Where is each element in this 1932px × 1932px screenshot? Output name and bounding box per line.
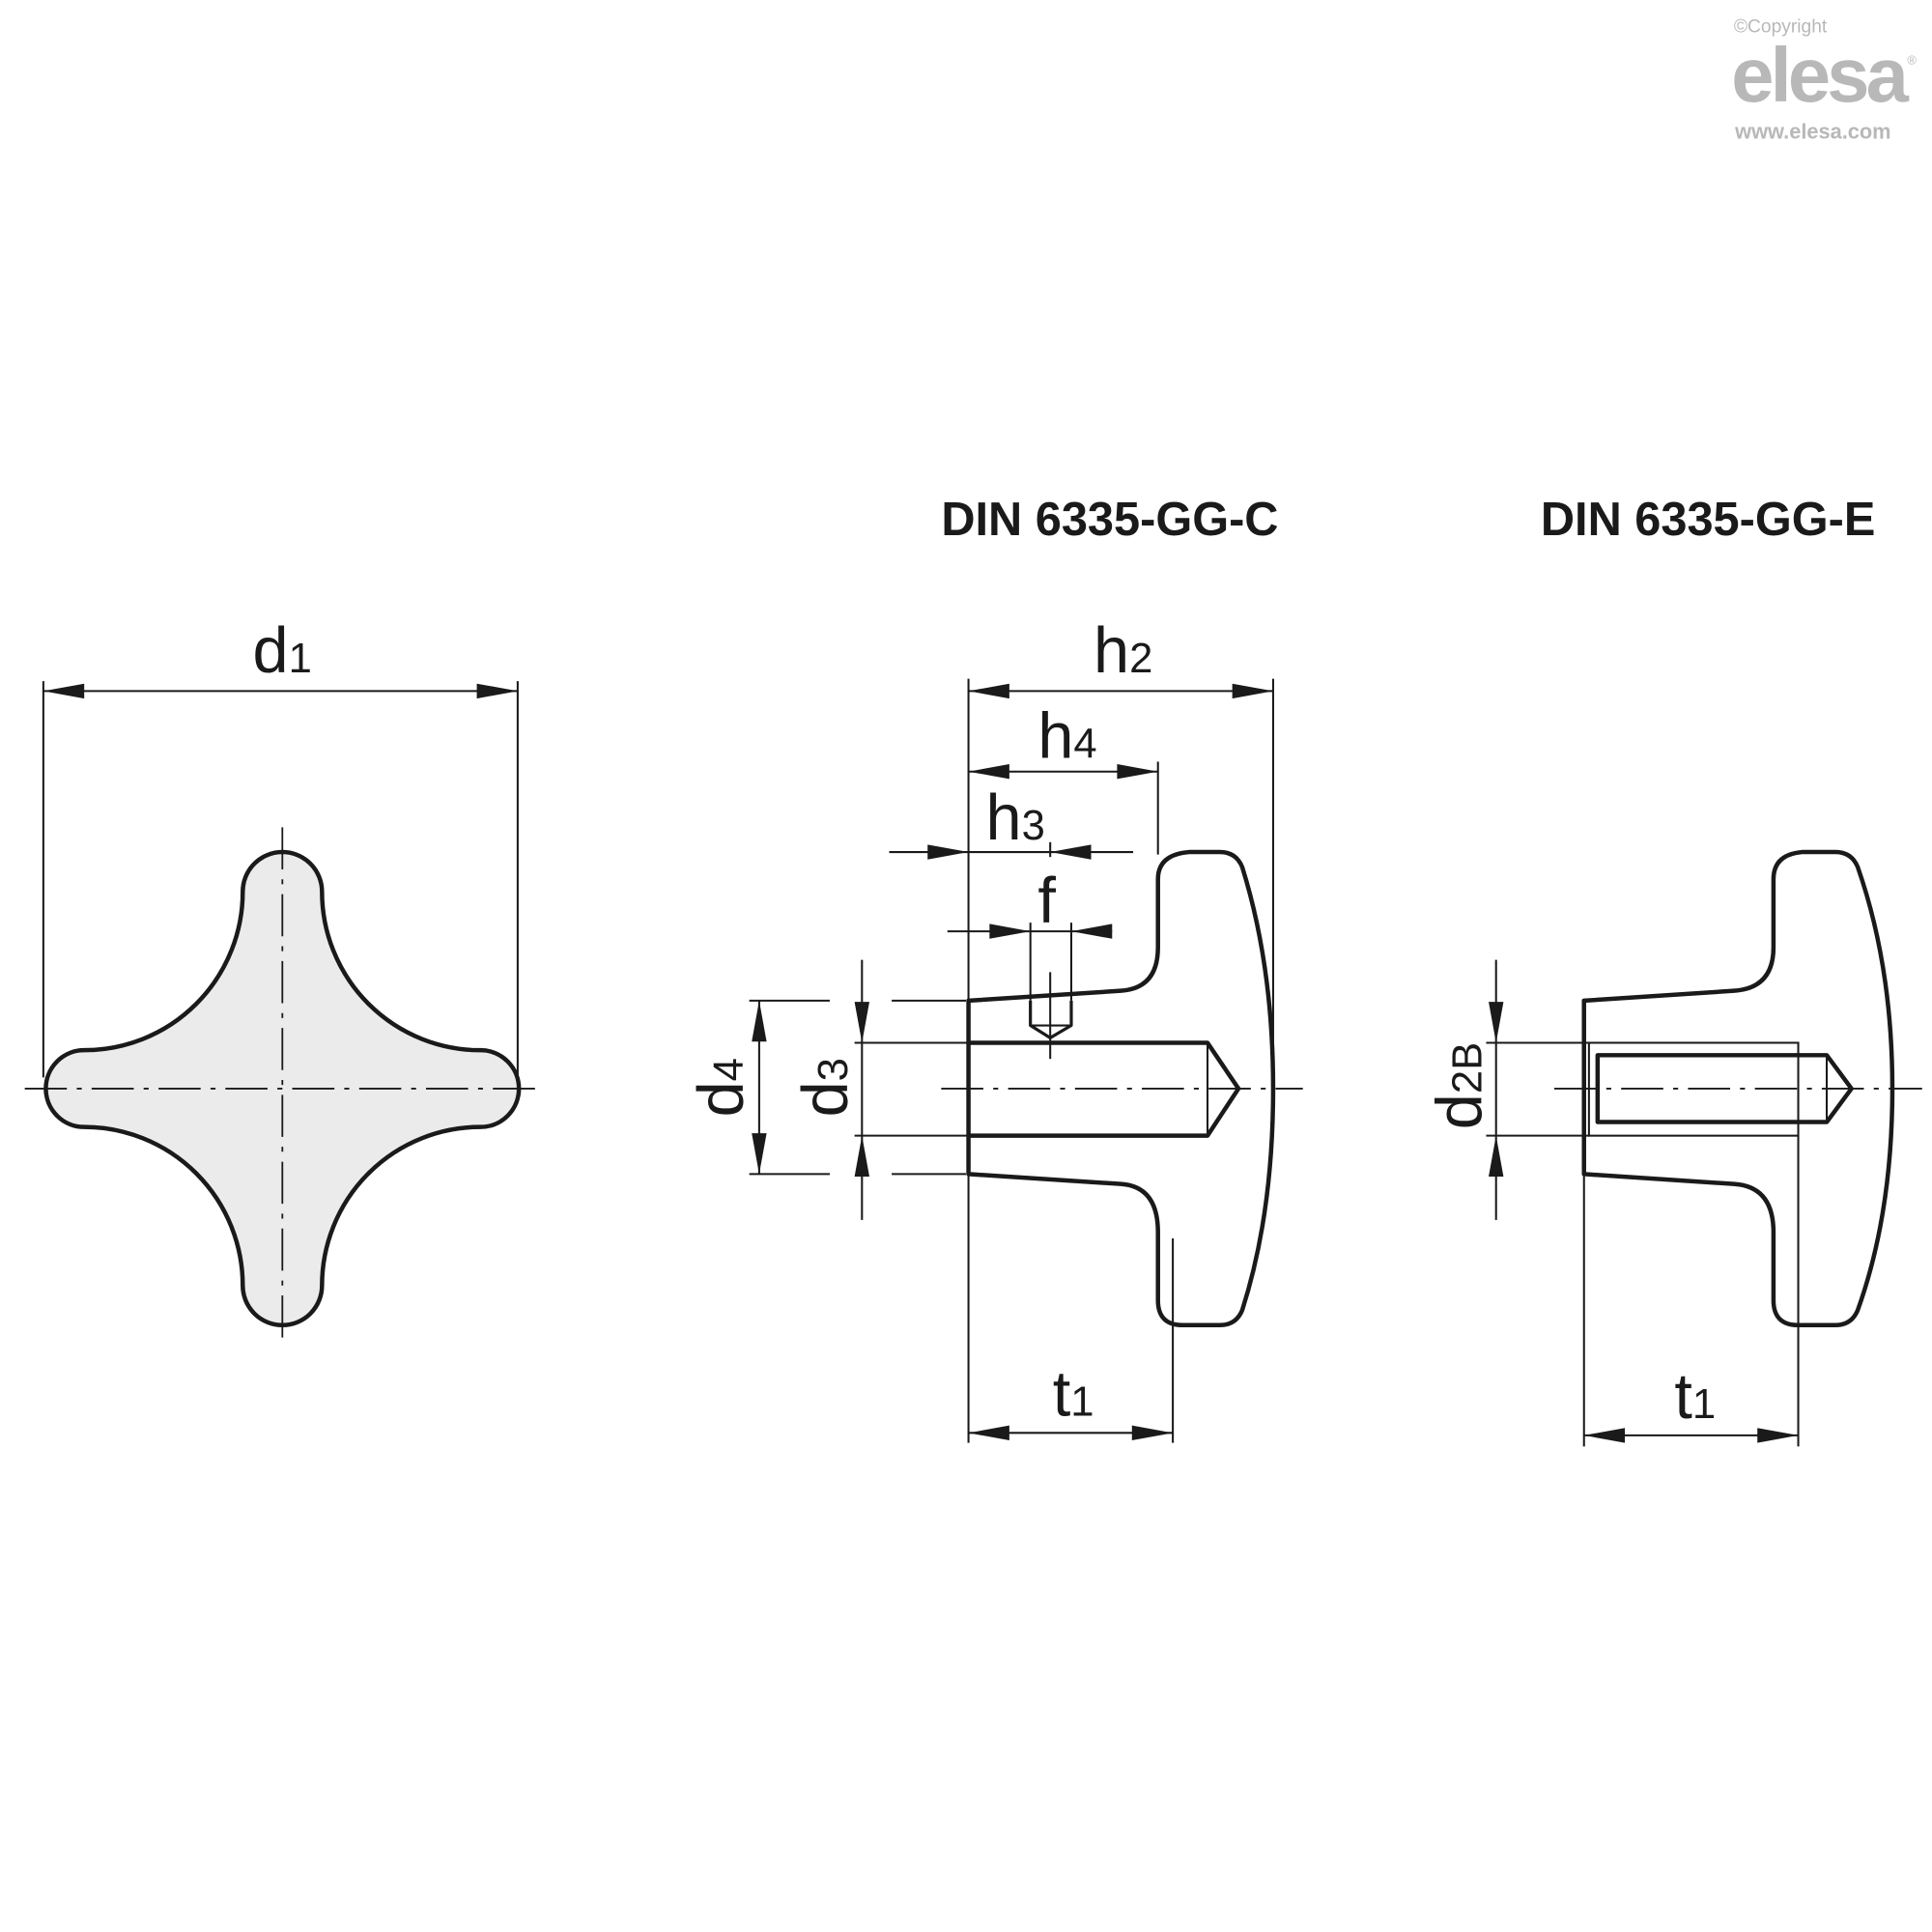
dim-label-d1: d1	[253, 615, 312, 687]
dim-label-h2: h2	[1094, 615, 1152, 687]
registered-mark: ®	[1907, 53, 1917, 68]
section-view-c: h2 h4 h3 f d4 d3 t1	[686, 615, 1303, 1443]
dim-label-h4: h4	[1037, 701, 1096, 773]
website-url: www.elesa.com	[1734, 120, 1890, 144]
dim-label-t1-e: t1	[1674, 1361, 1716, 1433]
brand-logo: elesa	[1731, 32, 1909, 118]
dim-label-d3: d3	[790, 1058, 862, 1117]
star-knob-front-view: d1	[24, 615, 539, 1346]
dim-label-h3: h3	[986, 782, 1045, 854]
dim-label-d2b: d2B	[1424, 1042, 1495, 1129]
dim-label-d4: d4	[686, 1058, 757, 1117]
copyright-text: ©Copyright	[1734, 16, 1828, 37]
dim-label-f: f	[1037, 866, 1056, 937]
dim-label-t1-c: t1	[1053, 1358, 1094, 1430]
section-view-e: d2B t1	[1424, 849, 1922, 1447]
title-variant-c: DIN 6335-GG-C	[941, 494, 1278, 546]
title-variant-e: DIN 6335-GG-E	[1541, 494, 1875, 546]
elesa-logo: ©Copyright elesa ® www.elesa.com	[1731, 16, 1917, 143]
